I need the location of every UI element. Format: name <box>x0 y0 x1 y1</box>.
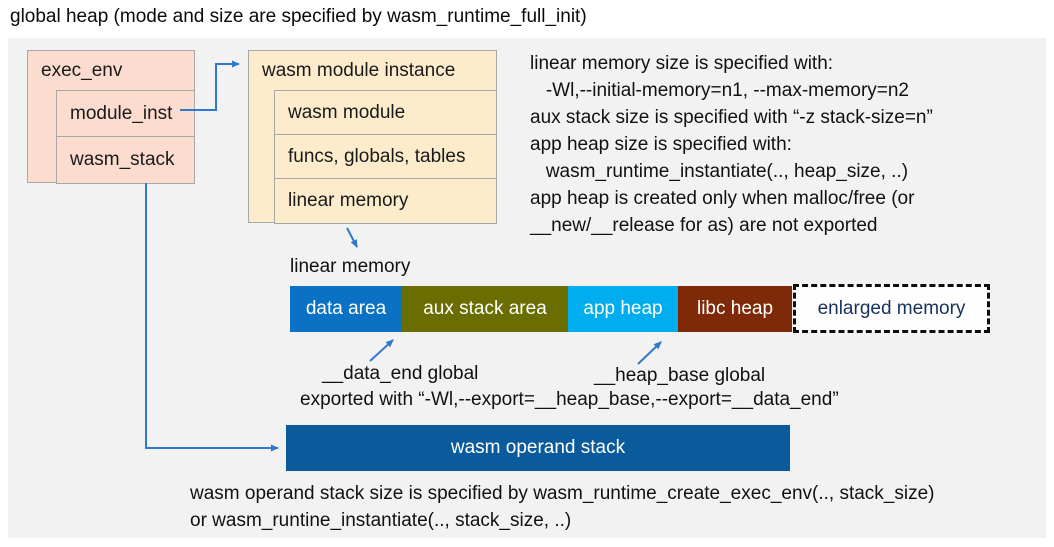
wasm-operand-stack-bar: wasm operand stack <box>286 425 790 471</box>
module-instance-row-wasm-module: wasm module <box>274 90 497 135</box>
note-line: aux stack size is specified with “-z sta… <box>530 107 933 128</box>
exec-env-box: exec_env module_inst wasm_stack <box>27 50 195 184</box>
wasm-module-instance-box: wasm module instance wasm module funcs, … <box>248 50 497 224</box>
module-instance-row-linear-memory: linear memory <box>274 178 497 224</box>
exec-env-header: exec_env <box>41 59 123 81</box>
operand-stack-notes: wasm operand stack size is specified by … <box>190 480 935 534</box>
note-line: -Wl,--initial-memory=n1, --max-memory=n2 <box>530 80 909 101</box>
note-line: app heap is created only when malloc/fre… <box>530 188 915 209</box>
note-line: wasm operand stack size is specified by … <box>190 483 935 504</box>
note-line: wasm_runtime_instantiate(.., heap_size, … <box>530 161 909 182</box>
note-line: linear memory size is specified with: <box>530 53 834 74</box>
data-end-global-label: __data_end global <box>322 363 479 384</box>
module-instance-row-funcs-globals-tables: funcs, globals, tables <box>274 134 497 179</box>
linear-memory-segment-aux-stack-area: aux stack area <box>402 286 568 332</box>
export-flags-note: exported with “-Wl,--export=__heap_base,… <box>300 389 839 410</box>
wasm-module-instance-header: wasm module instance <box>262 59 456 81</box>
note-line: or wasm_runtine_instantiate(.., stack_si… <box>190 510 572 531</box>
memory-size-notes: linear memory size is specified with: -W… <box>530 50 933 239</box>
note-line: app heap size is specified with: <box>530 134 792 155</box>
exec-env-row-module-inst: module_inst <box>56 90 195 137</box>
exec-env-row-wasm-stack: wasm_stack <box>56 136 195 184</box>
diagram-title: global heap (mode and size are specified… <box>10 6 587 27</box>
linear-memory-segment-libc-heap: libc heap <box>678 286 792 332</box>
note-line: __new/__release for as) are not exported <box>530 215 878 236</box>
linear-memory-segment-app-heap: app heap <box>568 286 678 332</box>
linear-memory-segment-enlarged-memory: enlarged memory <box>793 284 990 333</box>
linear-memory-segment-data-area: data area <box>290 286 402 332</box>
heap-base-global-label: __heap_base global <box>594 365 766 386</box>
linear-memory-label: linear memory <box>290 256 411 277</box>
